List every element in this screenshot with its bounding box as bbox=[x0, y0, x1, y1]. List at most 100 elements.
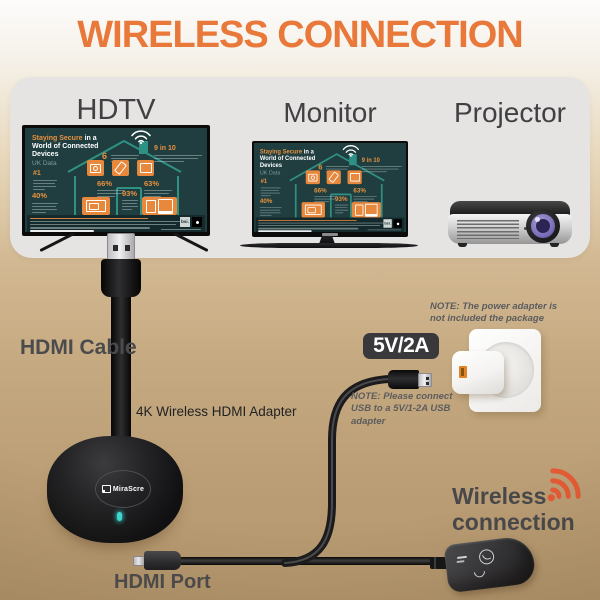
bsi-logo: bsi. bbox=[180, 217, 190, 227]
appliances-icon bbox=[142, 197, 177, 215]
hdmi-connector-body bbox=[101, 259, 141, 297]
hdtv-label: HDTV bbox=[76, 94, 156, 126]
headline-line3: Devices bbox=[32, 151, 59, 159]
split-cable-horizontal bbox=[178, 557, 446, 565]
monitor-stand-base bbox=[240, 243, 418, 248]
screen-icon bbox=[137, 160, 154, 176]
dongle-body bbox=[443, 534, 537, 594]
charger-usb-port bbox=[459, 366, 467, 378]
stat-40: 40% bbox=[259, 196, 273, 205]
headline-rest: in a bbox=[303, 148, 314, 155]
wifi-signal-icon bbox=[547, 468, 581, 502]
stat-93-caption bbox=[122, 198, 138, 210]
micro-hdmi-body bbox=[144, 551, 181, 570]
stat-6: 6 bbox=[102, 151, 108, 161]
bsi-logo: bsi. bbox=[383, 219, 392, 228]
wireless-connection-label: Wireless connection bbox=[452, 483, 575, 535]
hdmi-cable bbox=[111, 294, 131, 440]
infographic-footer: bsi. bbox=[27, 215, 205, 232]
projector-label: Projector bbox=[453, 97, 567, 128]
wifi-icon bbox=[131, 130, 151, 144]
adapter-name-label: 4K Wireless HDMI Adapter bbox=[136, 404, 297, 419]
monitor-label: Monitor bbox=[283, 97, 377, 128]
headline-line3: Devices bbox=[259, 162, 282, 169]
usb-plug-metal bbox=[418, 372, 432, 387]
headline-accent: Staying Secure bbox=[259, 148, 303, 155]
stat-9in10-caption bbox=[154, 153, 202, 162]
stat-66: 66% bbox=[314, 186, 327, 195]
projector-foot-right bbox=[550, 243, 559, 247]
microwave-icon bbox=[301, 202, 325, 218]
infographic-footer: bsi. bbox=[255, 217, 405, 232]
monitor-logo-notch bbox=[322, 233, 338, 236]
stat-66-caption bbox=[97, 188, 125, 197]
monitor-stand-neck bbox=[319, 236, 335, 244]
projector-vents bbox=[457, 220, 519, 239]
stat-63-caption bbox=[144, 188, 172, 197]
stat-9in10-caption bbox=[361, 164, 402, 173]
projector-device bbox=[448, 201, 572, 249]
wireless-line1: Wireless bbox=[452, 483, 547, 509]
page-title: WIRELESS CONNECTION bbox=[77, 14, 523, 56]
wireless-line2: connection bbox=[452, 509, 575, 535]
power-led bbox=[117, 512, 122, 521]
remote-icon bbox=[326, 170, 341, 185]
bsi-logo-mark bbox=[393, 219, 402, 228]
cast-icon bbox=[101, 485, 111, 493]
power-badge: 5V/2A bbox=[363, 333, 439, 359]
bsi-logo-mark bbox=[192, 217, 202, 227]
stat-66-caption bbox=[314, 194, 338, 203]
camera-icon bbox=[87, 160, 104, 176]
headline-subtitle: UK Data bbox=[32, 160, 57, 168]
usb-branch-cable bbox=[281, 375, 394, 567]
stat-rank-caption bbox=[33, 178, 57, 190]
headline-accent: Staying Secure bbox=[32, 135, 83, 142]
stat-rank: #1 bbox=[33, 170, 41, 177]
dongle-text2 bbox=[456, 560, 465, 563]
stat-66: 66% bbox=[97, 179, 113, 188]
usb-plug-body bbox=[388, 370, 419, 389]
stat-93: 93% bbox=[334, 195, 348, 203]
appliances-icon bbox=[351, 202, 381, 218]
headline-subtitle: UK Data bbox=[259, 170, 281, 177]
stat-rank-caption bbox=[260, 186, 281, 197]
dongle-logo-icon bbox=[478, 548, 495, 566]
stat-93: 93% bbox=[122, 189, 138, 198]
stat-rank: #1 bbox=[260, 178, 268, 185]
microwave-icon bbox=[82, 197, 110, 215]
stat-40: 40% bbox=[32, 191, 48, 200]
headline-line2: World of Connected bbox=[259, 155, 316, 162]
headline-rest: in a bbox=[84, 135, 97, 142]
adapter-logo-badge: MiraScre bbox=[95, 470, 151, 508]
screen-icon bbox=[347, 170, 362, 185]
projector-foot-left bbox=[458, 243, 467, 247]
dongle-text bbox=[456, 555, 468, 559]
stat-93-caption bbox=[334, 203, 349, 214]
usb-note: NOTE: Please connect USB to a 5V/1-2A US… bbox=[351, 391, 453, 427]
power-note: NOTE: The power adapter is not included … bbox=[430, 301, 558, 325]
remote-icon bbox=[112, 160, 129, 176]
camera-icon bbox=[305, 170, 320, 185]
stat-63-caption bbox=[353, 194, 377, 203]
headline-line2: World of Connected bbox=[32, 143, 99, 151]
dongle-wifi-arc bbox=[471, 564, 488, 580]
stat-9in10: 9 in 10 bbox=[361, 157, 380, 164]
projector-lens bbox=[526, 209, 560, 243]
projector-sensor bbox=[524, 227, 527, 230]
stat-9in10: 9 in 10 bbox=[154, 145, 176, 152]
brand-name: MiraScre bbox=[112, 485, 145, 493]
stat-63: 63% bbox=[353, 186, 366, 195]
stat-40-caption bbox=[259, 205, 282, 216]
stat-40-caption bbox=[32, 201, 58, 213]
hdmi-cable-label: HDMI Cable bbox=[20, 336, 137, 359]
stat-6: 6 bbox=[318, 162, 323, 172]
hdmi-port-label: HDMI Port bbox=[114, 571, 211, 593]
wifi-icon bbox=[342, 145, 360, 157]
